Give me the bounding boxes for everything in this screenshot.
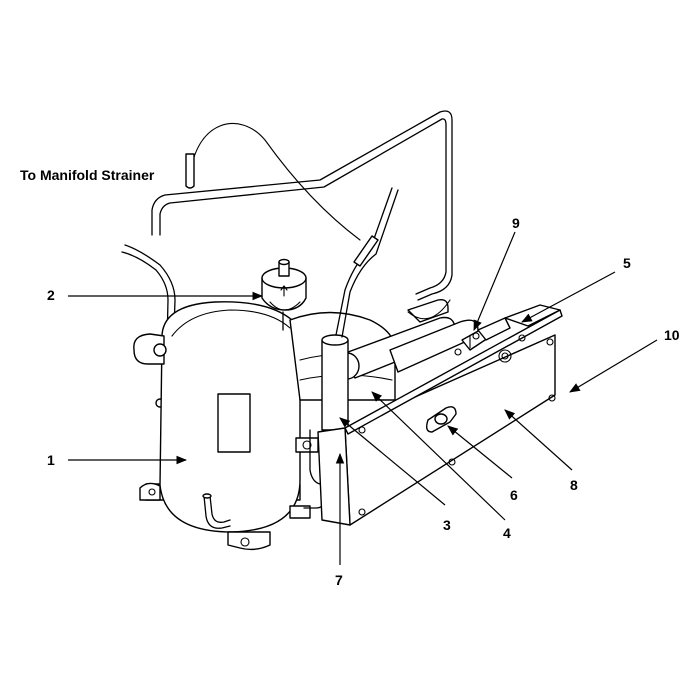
callout-leaders (68, 231, 658, 565)
callout-numbers: 1 2 3 4 5 6 7 8 9 10 (47, 215, 680, 588)
callout-9: 9 (512, 215, 520, 231)
leader-4 (371, 391, 506, 521)
receiver-cylinder (334, 298, 479, 380)
leader-9 (473, 231, 516, 331)
callout-5: 5 (623, 255, 631, 271)
callout-7: 7 (335, 572, 343, 588)
callout-3: 3 (443, 517, 451, 533)
callout-4: 4 (503, 525, 511, 541)
leader-8 (504, 409, 573, 471)
callout-10: 10 (664, 327, 680, 343)
callout-1: 1 (47, 452, 55, 468)
leader-5 (521, 271, 616, 323)
capillary-tube (185, 123, 361, 241)
callout-2: 2 (47, 287, 55, 303)
leader-6 (447, 425, 513, 479)
manifold-strainer-caption: To Manifold Strainer (20, 167, 155, 183)
compressor (133, 301, 311, 551)
discharge-tube (151, 110, 453, 301)
callout-8: 8 (570, 477, 578, 493)
leader-3 (339, 417, 446, 506)
leader-10 (569, 339, 658, 393)
motor-part-2 (261, 258, 307, 331)
callout-6: 6 (510, 487, 518, 503)
sight-glass (425, 406, 457, 433)
